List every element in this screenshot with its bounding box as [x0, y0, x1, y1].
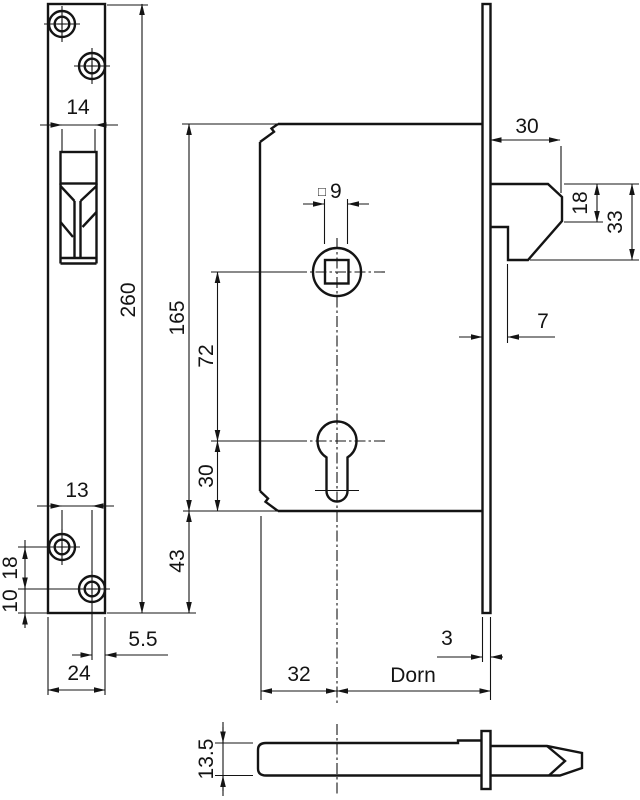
dim-label-spindle-square-symbol: □ — [318, 184, 326, 199]
dim-label-hole-edge-offset: 5.5 — [128, 628, 157, 651]
dim-label-plate-length: 260 — [117, 282, 140, 317]
dim-label-bottom-to-plate-end: 43 — [166, 549, 189, 572]
dim-label-hole-end-offset: 10 — [0, 589, 22, 612]
latch-tip-bevel-edge — [546, 745, 567, 777]
case-bottom-view-outline — [256, 739, 482, 777]
dim-label-cutout-width: 14 — [66, 96, 90, 119]
dim-label-plate-width: 24 — [67, 662, 91, 685]
dim-label-latch-total-height: 33 — [604, 210, 627, 233]
dim-label-spindle-square-size: 9 — [330, 180, 342, 203]
dim-label-hole-offset-y: 18 — [0, 556, 22, 579]
dimension-labels: 14 260 13 18 10 5.5 24 165 72 30 43 □ 9 … — [0, 96, 627, 779]
dim-label-latch-step-depth: 7 — [537, 310, 549, 333]
latch-tip-bottom-view — [490, 744, 584, 777]
dim-label-case-thickness: 13.5 — [195, 739, 218, 780]
dim-label-backset: Dorn — [390, 664, 436, 687]
case-bottom-chamfer-break — [259, 490, 279, 512]
dim-label-plate-thickness: 3 — [441, 627, 453, 650]
screw-hole-bottom-2 — [74, 571, 110, 607]
faceplate-strip — [481, 2, 492, 615]
case-top-chamfer-break — [259, 123, 279, 143]
dim-label-hole-offset-x: 13 — [65, 479, 88, 502]
dim-label-cylinder-to-bottom: 30 — [195, 464, 218, 487]
dim-label-latch-face-height: 18 — [569, 191, 592, 214]
latch-cutout — [59, 150, 98, 265]
dim-label-case-height: 165 — [166, 300, 189, 335]
faceplate-outline — [46, 2, 107, 615]
dimension-lines — [22, 3, 635, 796]
dim-label-case-edge-to-axis: 32 — [287, 663, 310, 686]
bottom-view — [256, 729, 584, 791]
faceplate-edge-view — [481, 2, 492, 615]
dim-label-spindle-to-cylinder: 72 — [195, 344, 218, 367]
screw-hole-bottom-1 — [44, 529, 80, 565]
latch-side-profile — [490, 182, 564, 262]
screw-hole-top-2 — [74, 48, 110, 84]
faceplate-front-view — [44, 2, 110, 615]
screw-hole-top-1 — [44, 6, 80, 42]
dim-label-latch-protrusion: 30 — [515, 115, 538, 138]
centerlines — [296, 238, 387, 794]
faceplate-bottom-view — [480, 729, 492, 791]
